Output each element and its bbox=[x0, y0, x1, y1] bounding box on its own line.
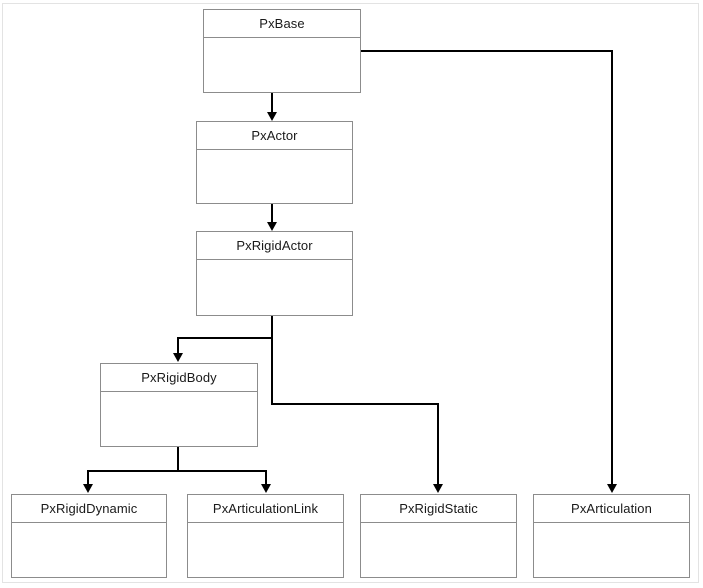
class-body-pxrigidbody bbox=[101, 392, 257, 446]
connector-pxbase-to-pxactor bbox=[271, 92, 273, 114]
class-body-pxrigiddynamic bbox=[12, 523, 166, 577]
connector-pxrigidbody-split bbox=[87, 470, 267, 472]
class-title-pxrigiddynamic: PxRigidDynamic bbox=[12, 495, 166, 523]
connector-pxbase-to-pxarticulation bbox=[360, 50, 613, 52]
class-body-pxactor bbox=[197, 150, 352, 203]
class-title-pxbase: PxBase bbox=[204, 10, 360, 38]
class-title-pxarticulation: PxArticulation bbox=[534, 495, 689, 523]
class-box-pxrigidactor[interactable]: PxRigidActor bbox=[196, 231, 353, 316]
class-box-pxrigidstatic[interactable]: PxRigidStatic bbox=[360, 494, 517, 578]
class-title-pxrigidbody: PxRigidBody bbox=[101, 364, 257, 392]
class-title-pxactor: PxActor bbox=[197, 122, 352, 150]
class-body-pxrigidactor bbox=[197, 260, 352, 315]
connector-drop-to-pxarticulation bbox=[611, 50, 613, 486]
arrowhead-pxarticulation bbox=[607, 484, 617, 493]
connector-branch-to-pxrigidstatic bbox=[271, 403, 439, 405]
connector-drop-to-pxarticulationlink bbox=[265, 470, 267, 486]
arrowhead-pxrigidbody bbox=[173, 353, 183, 362]
arrowhead-pxarticulationlink bbox=[261, 484, 271, 493]
connector-drop-to-pxrigiddynamic bbox=[87, 470, 89, 486]
connector-drop-to-pxrigidstatic bbox=[437, 403, 439, 486]
arrowhead-pxactor bbox=[267, 112, 277, 121]
class-box-pxactor[interactable]: PxActor bbox=[196, 121, 353, 204]
class-box-pxbase[interactable]: PxBase bbox=[203, 9, 361, 93]
class-body-pxbase bbox=[204, 38, 360, 92]
class-title-pxarticulationlink: PxArticulationLink bbox=[188, 495, 343, 523]
arrowhead-pxrigidactor bbox=[267, 222, 277, 231]
class-body-pxarticulationlink bbox=[188, 523, 343, 577]
connector-pxactor-to-pxrigidactor bbox=[271, 203, 273, 225]
class-body-pxarticulation bbox=[534, 523, 689, 577]
class-title-pxrigidactor: PxRigidActor bbox=[197, 232, 352, 260]
connector-pxrigidbody-trunk bbox=[177, 447, 179, 472]
class-body-pxrigidstatic bbox=[361, 523, 516, 577]
arrowhead-pxrigidstatic bbox=[433, 484, 443, 493]
class-box-pxarticulation[interactable]: PxArticulation bbox=[533, 494, 690, 578]
connector-branch-to-pxrigidbody bbox=[177, 337, 273, 339]
class-box-pxrigiddynamic[interactable]: PxRigidDynamic bbox=[11, 494, 167, 578]
class-box-pxarticulationlink[interactable]: PxArticulationLink bbox=[187, 494, 344, 578]
connector-pxrigidactor-trunk bbox=[271, 316, 273, 405]
class-box-pxrigidbody[interactable]: PxRigidBody bbox=[100, 363, 258, 447]
arrowhead-pxrigiddynamic bbox=[83, 484, 93, 493]
connector-drop-to-pxrigidbody bbox=[177, 337, 179, 355]
class-title-pxrigidstatic: PxRigidStatic bbox=[361, 495, 516, 523]
